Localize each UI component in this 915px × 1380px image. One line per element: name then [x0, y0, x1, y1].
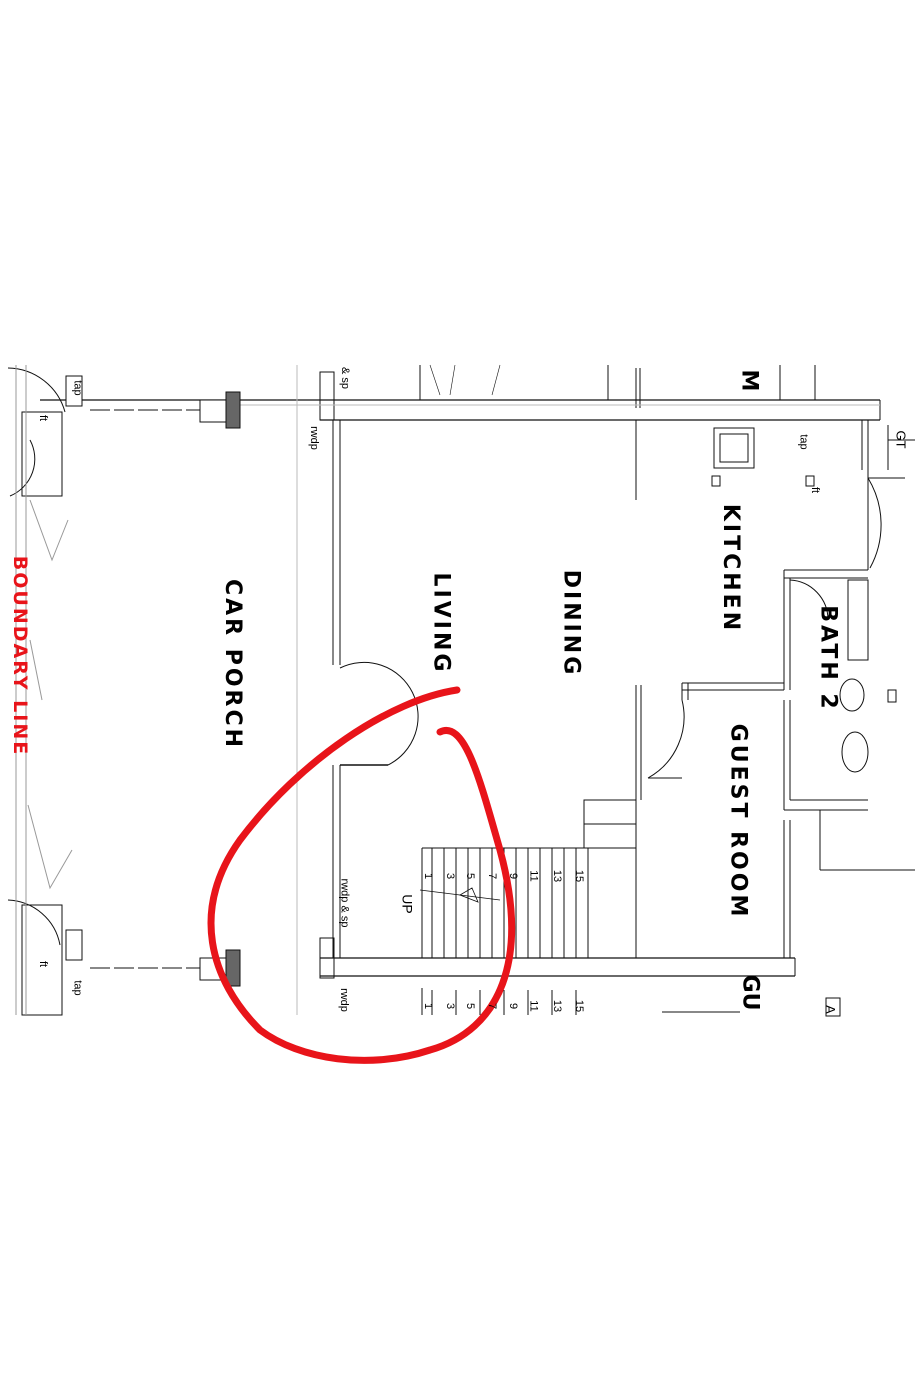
stair-number: 5: [464, 1002, 477, 1010]
room-label-living: LIVING: [428, 572, 454, 675]
stair-number: 11: [527, 870, 540, 882]
ft-label-bottom-left: ft: [37, 960, 50, 968]
stair-number: 3: [444, 1002, 457, 1010]
stair-number: 7: [486, 1002, 499, 1010]
ft-label-kitchen: ft: [809, 486, 822, 494]
stair-number: 1: [422, 872, 435, 880]
room-label-guest-room: GUEST ROOM: [725, 723, 751, 920]
stair-number: 13: [551, 999, 564, 1013]
room-label-kitchen: KITCHEN: [718, 503, 744, 634]
room-label-car-porch: CAR PORCH: [220, 578, 246, 751]
rwdp-label-bottom: rwdp: [337, 988, 350, 1012]
stair-number: 1: [422, 1002, 435, 1010]
stair-number: 9: [507, 872, 520, 880]
tap-label-top-left: tap: [71, 380, 84, 396]
rwdp-sp-label: rwdp & sp: [338, 878, 351, 928]
tap-label-kitchen: tap: [797, 434, 810, 450]
ft-label-top-left: ft: [37, 414, 50, 422]
annotation-red-circle: [207, 686, 515, 1064]
right-cut-label: A: [822, 1005, 838, 1014]
plan-linework: [7, 364, 915, 1017]
sp-label-top: & sp: [339, 366, 352, 390]
stair-number: 15: [573, 999, 586, 1013]
stair-number: 9: [507, 1002, 520, 1010]
rwdp-label-top: rwdp: [307, 426, 320, 450]
boundary-line-label: BOUNDARY LINE: [9, 555, 32, 757]
stair-number: 5: [464, 872, 477, 880]
room-label-bath-2: BATH 2: [815, 605, 841, 712]
stair-up-label: UP: [399, 894, 416, 914]
room-label-dining: DINING: [558, 569, 584, 678]
stair-number: 11: [527, 1000, 540, 1012]
stair-number: 7: [486, 872, 499, 880]
stair-number: 15: [573, 869, 586, 883]
room-label-bottom-cut: GU: [737, 974, 763, 1011]
stair-number: 13: [551, 869, 564, 883]
tap-label-bottom-left: tap: [71, 980, 84, 996]
gt-label: GT: [893, 430, 909, 449]
stair-number: 3: [444, 872, 457, 880]
room-label-top-cut: M: [736, 369, 762, 392]
